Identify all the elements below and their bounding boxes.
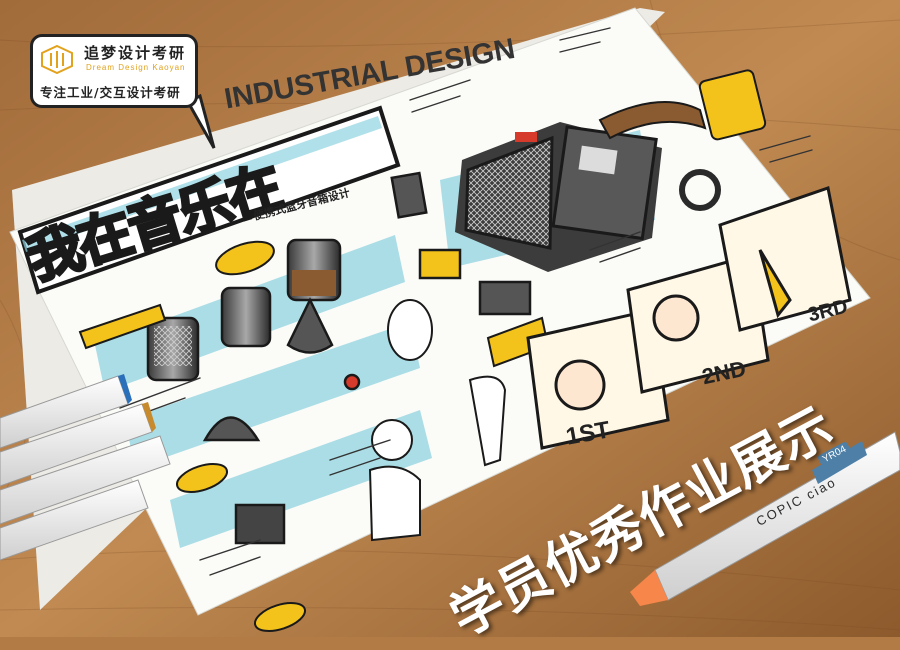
big-speaker-sketch — [455, 101, 721, 272]
comic-panels — [526, 186, 852, 450]
markers-left — [0, 374, 171, 561]
brand-name-en: Dream Design Kaoyan — [86, 63, 186, 72]
cylinder-speakers — [146, 171, 532, 545]
brand-logo-icon — [41, 44, 73, 74]
sketch-figures — [368, 299, 507, 542]
logo-speech-bubble — [30, 34, 198, 108]
brand-name: 追梦设计考研 — [84, 44, 187, 62]
marker-right — [630, 431, 900, 606]
brand-slogan: 专注工业/交互设计考研 — [40, 85, 181, 100]
title-plaque-shade — [22, 116, 382, 252]
